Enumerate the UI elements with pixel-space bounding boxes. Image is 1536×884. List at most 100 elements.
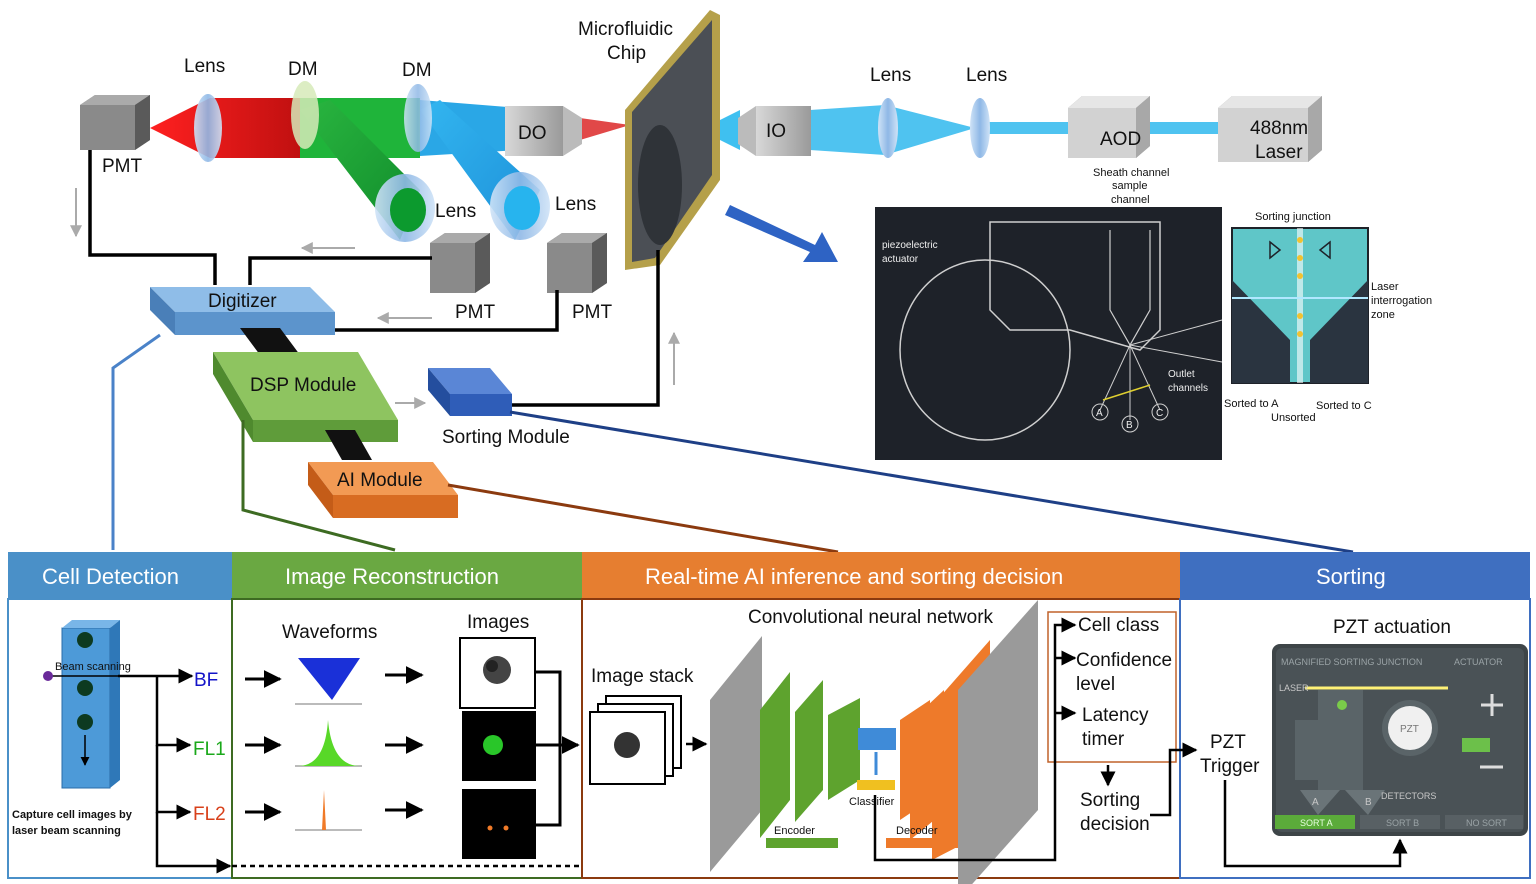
aod-label: AOD	[1100, 129, 1141, 150]
piezo-label-1: piezoelectric	[882, 240, 938, 251]
waveforms-label: Waveforms	[282, 622, 377, 643]
confidence-label-1: Confidence	[1076, 650, 1172, 671]
cell-detection-header	[8, 552, 232, 599]
cnn-label: Convolutional neural network	[748, 607, 994, 628]
sample-label-1: sample	[1112, 180, 1147, 192]
outputs-box	[1047, 611, 1177, 763]
piezo-label-2: actuator	[882, 254, 919, 265]
waveform-bf	[295, 658, 362, 705]
link-digitizer-detection	[111, 333, 161, 550]
outlet-label-2: channels	[1168, 383, 1208, 394]
image-reconstruction-title: Image Reconstruction	[285, 564, 499, 589]
screen-detectors: DETECTORS	[1381, 791, 1436, 801]
lens-1-label: Lens	[184, 56, 225, 77]
laser-label-1: 488nm	[1250, 118, 1308, 139]
sorting-module-label: Sorting Module	[442, 427, 570, 448]
laser-beam-3	[985, 122, 1070, 134]
ai-module-label: AI Module	[337, 470, 423, 491]
dm-1	[291, 81, 319, 149]
lens-green-label: Lens	[435, 201, 476, 222]
detection-arrows	[118, 668, 580, 874]
screen-title: MAGNIFIED SORTING JUNCTION	[1281, 657, 1422, 667]
sheath-label: Sheath channel	[1093, 167, 1169, 179]
do-label: DO	[518, 123, 547, 144]
red-beam	[150, 98, 300, 158]
chip-label-2: Chip	[607, 43, 646, 64]
cnn-layers	[710, 600, 1038, 884]
sample-label-2: channel	[1111, 194, 1150, 206]
lens-blue-label: Lens	[555, 194, 596, 215]
sort-b-button: SORT B	[1386, 818, 1419, 828]
decoder-label: Decoder	[896, 825, 938, 837]
lens-4	[970, 98, 990, 158]
laser-label-2: Laser	[1255, 142, 1303, 163]
sorting-title: Sorting	[1316, 564, 1386, 589]
decoder-bar	[886, 838, 958, 848]
link-dsp-reconstruction	[241, 420, 396, 552]
pzt-trigger-1: PZT	[1210, 732, 1246, 753]
image-reconstruction-header	[232, 552, 582, 599]
fl2-label: FL2	[193, 804, 226, 825]
pmt-middle	[430, 233, 490, 293]
junction-title: Sorting junction	[1255, 211, 1331, 223]
sorted-c-label: Sorted to C	[1316, 400, 1372, 412]
laser-beam-4	[1150, 122, 1220, 134]
sorting-decision-2: decision	[1080, 814, 1150, 835]
confidence-label-2: level	[1076, 674, 1115, 695]
dsp-module	[213, 352, 398, 442]
lens-3	[878, 98, 898, 158]
screen-pzt: PZT	[1400, 724, 1419, 735]
sorting-header	[1180, 552, 1530, 599]
pmt-left	[80, 95, 150, 150]
pzt-screen	[1272, 644, 1528, 836]
sorting-decision-1: Sorting	[1080, 790, 1140, 811]
sorting-module	[428, 368, 512, 416]
image-fl2	[462, 789, 536, 859]
chip-label-1: Microfluidic	[578, 19, 673, 40]
gray-flow-arrows	[70, 188, 680, 409]
pmt-right-label: PMT	[572, 302, 613, 323]
channel-column	[43, 620, 120, 789]
encoder-label: Encoder	[774, 825, 815, 837]
screen-laser: LASER	[1279, 683, 1309, 693]
microfluidic-chip	[625, 10, 720, 270]
lens-3-label: Lens	[870, 65, 911, 86]
latency-label-2: timer	[1082, 729, 1125, 750]
laser-zone-1: Laser	[1371, 281, 1399, 293]
chip-to-do-beam	[580, 118, 630, 140]
detection-objective	[505, 106, 582, 156]
digitizer-module	[150, 287, 335, 335]
sorting-panel	[1179, 598, 1531, 879]
pmt-right	[547, 233, 607, 293]
aod	[1068, 96, 1150, 158]
image-bf	[459, 637, 536, 709]
dm-2	[404, 84, 432, 152]
no-sort-button: NO SORT	[1466, 818, 1507, 828]
waveform-fl1	[295, 720, 362, 767]
laser-beam-1	[810, 105, 885, 155]
cell-detection-title: Cell Detection	[42, 564, 179, 589]
io-label: IO	[766, 121, 786, 142]
screen-a: A	[1312, 797, 1319, 808]
encoder-bar	[766, 838, 838, 848]
chip-c-label: C	[1156, 408, 1163, 419]
bf-label: BF	[194, 670, 218, 691]
classifier-label: Classifier	[849, 796, 895, 808]
dm-1-label: DM	[288, 59, 318, 80]
pmt-middle-label: PMT	[455, 302, 496, 323]
latency-label-1: Latency	[1082, 705, 1149, 726]
fl1-label: FL1	[193, 739, 226, 760]
screen-b: B	[1365, 797, 1372, 808]
dm-2-label: DM	[402, 60, 432, 81]
image-fl1	[462, 711, 536, 781]
sorting-junction-detail	[1231, 227, 1369, 384]
image-stack-label: Image stack	[591, 666, 694, 687]
waveform-fl2	[295, 790, 362, 831]
sorted-a-label: Sorted to A	[1224, 398, 1279, 410]
link-ai-inference	[447, 483, 839, 554]
pzt-actuation-label: PZT actuation	[1333, 617, 1451, 638]
laser-488	[1218, 96, 1322, 162]
sort-a-button: SORT A	[1300, 818, 1333, 828]
ai-inference-header	[582, 552, 1180, 599]
